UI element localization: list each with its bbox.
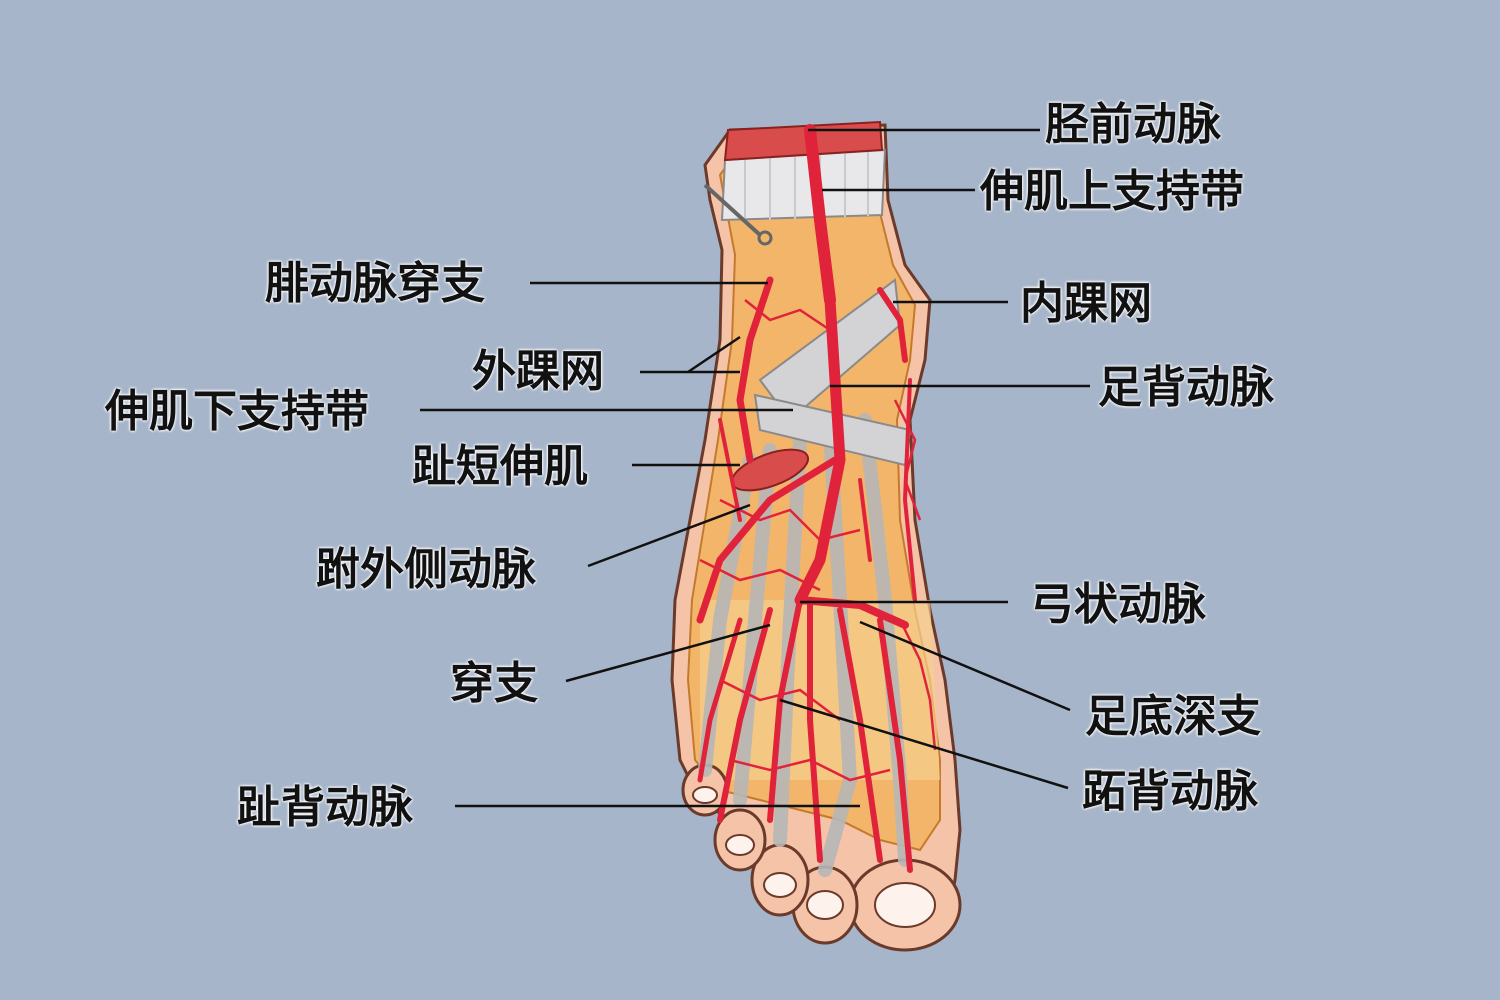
label-perforating-branch: 穿支	[450, 658, 538, 709]
dorsalis-pedis-artery-path	[794, 294, 846, 606]
label-extensor-digitorum-brevis: 趾短伸肌	[412, 441, 588, 492]
fine-vessels	[699, 299, 937, 782]
medial-malleolar-path	[877, 287, 908, 363]
label-first-dorsal-metatarsal-artery: 跖背动脉	[1082, 766, 1258, 817]
label-lateral-tarsal-artery: 跗外侧动脉	[316, 544, 536, 595]
label-inferior-extensor-retinaculum: 伸肌下支持带	[105, 386, 369, 437]
label-dorsalis-pedis-artery: 足背动脉	[1098, 362, 1274, 413]
fourth-toe-nail	[725, 834, 755, 856]
muscle-top	[723, 120, 884, 162]
peroneal-perforating-path	[736, 276, 774, 464]
big-toe-nail	[874, 882, 936, 928]
anterior-tibial-artery-path	[804, 124, 836, 306]
label-perforating-branch-peroneal: 腓动脉穿支	[265, 258, 485, 309]
leader-lines	[420, 128, 1090, 808]
arteries	[696, 124, 917, 873]
label-deep-plantar-branch: 足底深支	[1085, 691, 1261, 742]
lateral-tarsal-artery-path	[696, 456, 839, 624]
fifth-toe-nail	[692, 786, 718, 804]
superior-extensor-retinaculum	[720, 148, 887, 222]
label-medial-malleolar-network: 内踝网	[1020, 278, 1152, 329]
third-toe-nail	[763, 872, 797, 898]
toes	[681, 763, 962, 952]
pin	[703, 183, 762, 237]
label-anterior-tibial-artery: 胫前动脉	[1045, 99, 1221, 150]
label-arcuate-artery: 弓状动脉	[1030, 579, 1206, 630]
label-lateral-malleolar-network: 外踝网	[472, 346, 604, 397]
second-toe-nail	[806, 890, 844, 920]
label-dorsal-digital-artery: 趾背动脉	[237, 782, 413, 833]
label-superior-extensor-retinaculum: 伸肌上支持带	[980, 166, 1244, 217]
